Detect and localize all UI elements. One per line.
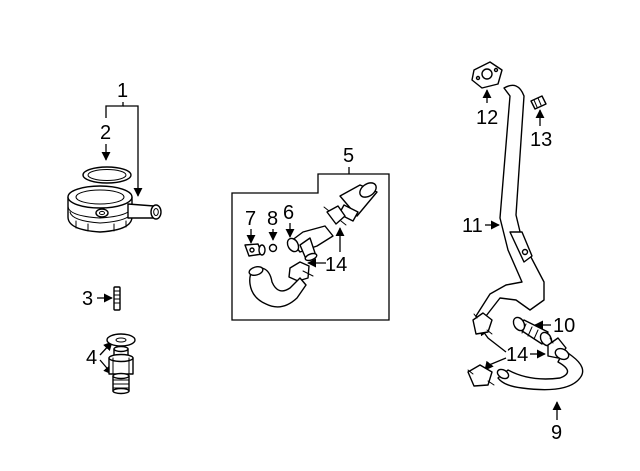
callout-9: 9: [551, 422, 562, 444]
callout-13: 13: [530, 129, 552, 151]
callout-14-right: 14: [506, 344, 528, 366]
oil-pipe-part: [471, 61, 545, 323]
callout-3: 3: [82, 288, 93, 310]
fitting-part: [106, 333, 136, 395]
callout-10: 10: [553, 315, 575, 337]
callout-12: 12: [476, 107, 498, 129]
callout-14-inset: 14: [325, 254, 347, 276]
stud-part: [113, 286, 121, 311]
callout-6: 6: [283, 202, 294, 224]
callout-7: 7: [245, 208, 256, 230]
connector-part: [512, 316, 553, 347]
o-ring-part: [82, 166, 132, 184]
leader-lines: [97, 89, 562, 420]
oil-cooler-part: [67, 185, 162, 233]
inset-hose-assembly: [244, 182, 378, 308]
callout-2: 2: [100, 122, 111, 144]
callout-11: 11: [462, 215, 483, 237]
callout-5: 5: [343, 145, 354, 167]
callout-1: 1: [117, 80, 128, 102]
callout-4: 4: [86, 347, 97, 369]
callout-8: 8: [267, 208, 278, 230]
plug-part: [530, 95, 547, 110]
hose-part: [496, 347, 584, 391]
inset-box: [231, 173, 390, 321]
